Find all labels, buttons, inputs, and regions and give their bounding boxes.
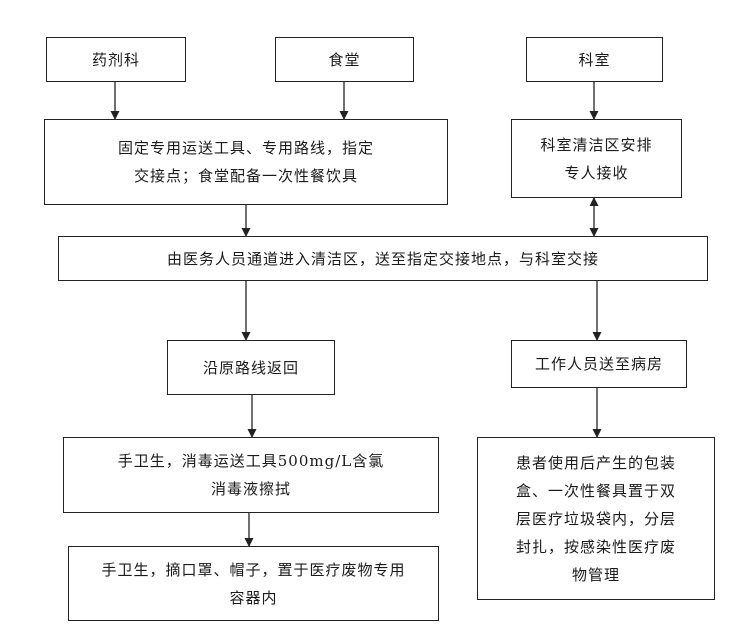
node-return-route-label: 沿原路线返回 xyxy=(202,358,299,377)
node-dept-receive-line-1: 科室清洁区安排 xyxy=(540,135,653,154)
node-fixed-route: 固定专用运送工具、专用路线，指定 交接点；食堂配备一次性餐饮具 xyxy=(44,119,448,205)
node-remove-ppe: 手卫生，摘口罩、帽子，置于医疗废物专用 容器内 xyxy=(68,546,439,621)
node-waste-handling-line-2: 盒、一次性餐具置于双 xyxy=(515,481,676,500)
node-clean-passage: 由医务人员通道进入清洁区，送至指定交接地点，与科室交接 xyxy=(58,236,708,281)
node-waste-handling-line-5: 物管理 xyxy=(571,565,620,584)
node-dept-receive-line-2: 专人接收 xyxy=(564,163,629,182)
node-fixed-route-line-1: 固定专用运送工具、专用路线，指定 xyxy=(117,139,374,157)
node-pharmacy-label: 药剂科 xyxy=(91,50,140,69)
node-clean-passage-label: 由医务人员通道进入清洁区，送至指定交接地点，与科室交接 xyxy=(166,249,599,268)
node-canteen-label: 食堂 xyxy=(328,50,361,69)
node-waste-handling: 患者使用后产生的包装 盒、一次性餐具置于双 层医疗垃圾袋内，分层 封扎，按感染性… xyxy=(477,437,715,600)
node-waste-handling-line-1: 患者使用后产生的包装 xyxy=(515,453,676,472)
node-return-route: 沿原路线返回 xyxy=(167,340,335,395)
node-department-label: 科室 xyxy=(578,50,611,69)
node-pharmacy: 药剂科 xyxy=(46,37,186,82)
node-remove-ppe-line-1: 手卫生，摘口罩、帽子，置于医疗废物专用 xyxy=(101,560,406,579)
node-to-ward: 工作人员送至病房 xyxy=(511,340,687,388)
node-department: 科室 xyxy=(526,37,663,82)
node-hand-disinfect-line-1: 手卫生，消毒运送工具500mg/L含氯 xyxy=(117,452,385,470)
node-remove-ppe-line-2: 容器内 xyxy=(229,588,278,607)
node-fixed-route-line-2: 交接点；食堂配备一次性餐饮具 xyxy=(133,167,358,185)
node-waste-handling-line-3: 层医疗垃圾袋内，分层 xyxy=(515,509,676,528)
node-waste-handling-line-4: 封扎，按感染性医疗废 xyxy=(515,537,676,556)
node-hand-disinfect-line-2: 消毒液擦拭 xyxy=(210,480,291,498)
node-hand-disinfect: 手卫生，消毒运送工具500mg/L含氯 消毒液擦拭 xyxy=(63,437,439,513)
node-to-ward-label: 工作人员送至病房 xyxy=(534,355,663,373)
node-dept-receive: 科室清洁区安排 专人接收 xyxy=(511,119,682,198)
node-canteen: 食堂 xyxy=(275,37,414,82)
